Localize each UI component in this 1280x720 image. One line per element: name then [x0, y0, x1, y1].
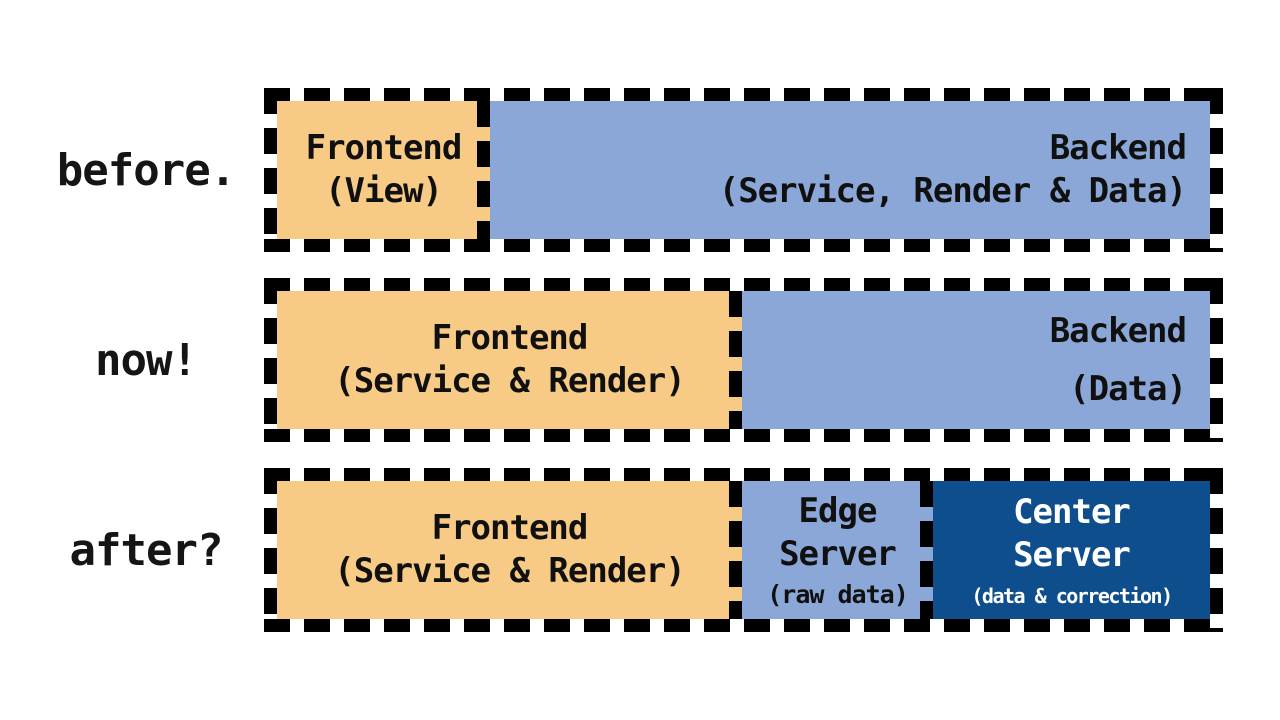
frame-content-now: Frontend (Service & Render) Backend (Dat…	[277, 291, 1210, 429]
box-subtitle: (Service & Render)	[334, 551, 685, 591]
dashed-divider	[729, 481, 742, 619]
frontend-box: Frontend (Service & Render)	[277, 481, 742, 619]
frame-content-before: Frontend (View) Backend (Service, Render…	[277, 101, 1210, 239]
edge-server-box: Edge Server (raw data)	[742, 481, 933, 619]
box-subtitle: (Data)	[1069, 368, 1187, 409]
box-subtitle: (Service & Render)	[334, 361, 685, 401]
frontend-box: Frontend (View)	[277, 101, 490, 239]
box-title: Center	[1013, 491, 1131, 532]
row-label-before: before.	[56, 144, 236, 196]
dashed-frame-before: Frontend (View) Backend (Service, Render…	[264, 88, 1223, 252]
row-now: now! Frontend (Service & Render) Backend…	[0, 278, 1280, 442]
edge-server-text: Edge Server (raw data)	[742, 490, 933, 611]
backend-text: Backend (Data)	[742, 310, 1210, 411]
center-server-text: Center Server (data & correction)	[933, 491, 1210, 610]
box-title: Frontend	[305, 128, 463, 168]
backend-box: Backend (Service, Render & Data)	[490, 101, 1210, 239]
center-server-box: Center Server (data & correction)	[933, 481, 1210, 619]
dashed-frame-after: Frontend (Service & Render) Edge Server …	[264, 468, 1223, 632]
box-title: Backend	[1049, 310, 1187, 351]
box-title: Frontend	[431, 318, 589, 358]
box-subtitle: (View)	[325, 171, 443, 211]
dashed-frame-now: Frontend (Service & Render) Backend (Dat…	[264, 278, 1223, 442]
frontend-box: Frontend (Service & Render)	[277, 291, 742, 429]
row-after: after? Frontend (Service & Render) Edge …	[0, 468, 1280, 632]
backend-box: Backend (Data)	[742, 291, 1210, 429]
frontend-text: Frontend (Service & Render)	[277, 507, 742, 593]
row-label-after: after?	[69, 524, 224, 576]
box-subtitle: (raw data)	[767, 579, 909, 609]
box-title: Edge	[798, 490, 878, 531]
row-label-now: now!	[95, 334, 198, 386]
box-title: Backend	[1049, 128, 1187, 168]
box-title-line2: Server	[1013, 534, 1131, 575]
box-subtitle: (data & correction)	[971, 583, 1173, 608]
frontend-text: Frontend (View)	[277, 127, 490, 213]
box-subtitle: (Service, Render & Data)	[718, 171, 1187, 211]
dashed-divider	[920, 481, 933, 619]
row-before: before. Frontend (View) Backend (Service…	[0, 88, 1280, 252]
box-title-line2: Server	[779, 533, 897, 574]
backend-text: Backend (Service, Render & Data)	[490, 127, 1210, 213]
frontend-text: Frontend (Service & Render)	[277, 317, 742, 403]
dashed-divider	[477, 101, 490, 239]
frame-content-after: Frontend (Service & Render) Edge Server …	[277, 481, 1210, 619]
box-title: Frontend	[431, 508, 589, 548]
dashed-divider	[729, 291, 742, 429]
